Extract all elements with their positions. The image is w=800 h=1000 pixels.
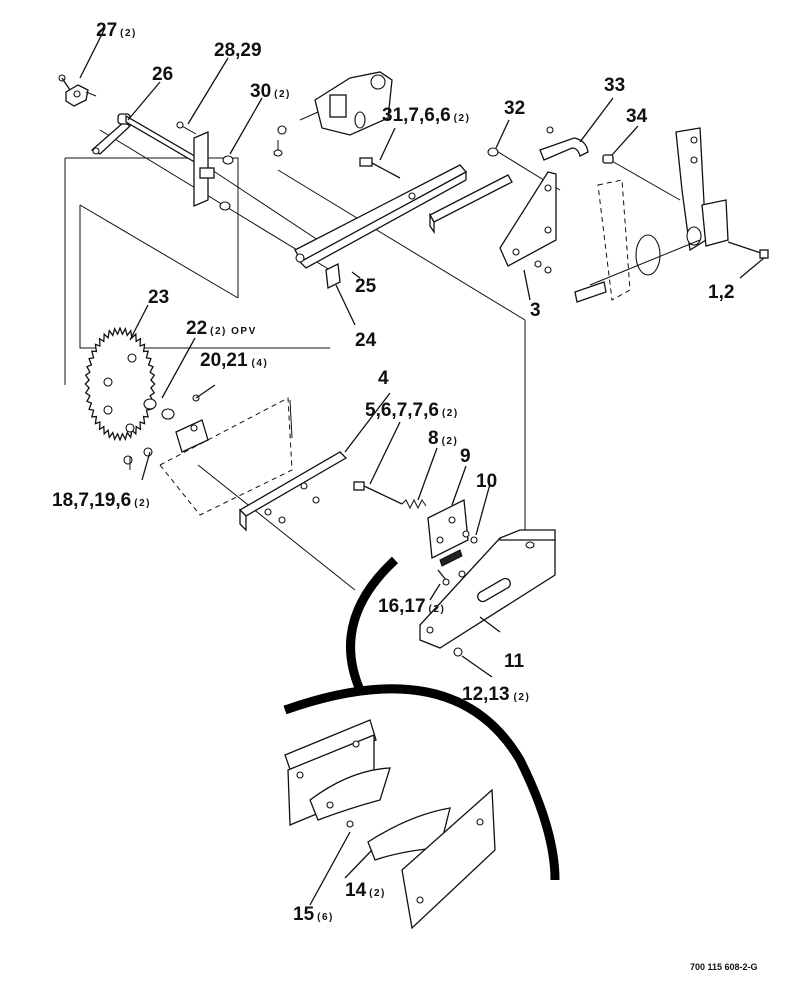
detail-arc	[283, 556, 560, 881]
hydraulic-cylinder	[273, 71, 393, 157]
part-28-plate	[176, 121, 215, 207]
part-34-bushing	[602, 154, 614, 164]
part-30-washers	[219, 155, 234, 211]
callout-4: 4	[378, 368, 389, 389]
drawing-number: 700 115 608-2-G	[690, 962, 758, 972]
part-25-lever	[294, 164, 468, 269]
callout-28-29: 28,29	[214, 40, 262, 61]
callout-20-21: 20,21(4)	[200, 350, 268, 371]
part-3-bracket	[499, 171, 557, 274]
part-4-plate	[238, 451, 348, 532]
callout-27: 27(2)	[96, 20, 137, 41]
part-24-washer	[325, 263, 341, 289]
detail-wear-plates	[284, 719, 496, 930]
callout-3: 3	[530, 300, 541, 321]
callout-26: 26	[152, 64, 173, 85]
callout-30: 30(2)	[250, 81, 291, 102]
callout-1-2: 1,2	[708, 282, 734, 303]
callout-11: 11	[504, 651, 525, 672]
callout-16-17: 16,17(2)	[378, 596, 445, 617]
part-8-spring	[401, 498, 427, 510]
callout-12-13: 12,13(2)	[462, 684, 530, 705]
callout-15: 15(6)	[293, 904, 334, 925]
callout-32: 32	[504, 98, 525, 119]
part-32-washer	[487, 147, 499, 157]
part-18-bolts	[123, 447, 153, 470]
slotted-bracket	[429, 174, 513, 235]
right-arm-assembly	[574, 127, 769, 303]
part-10-bracket	[439, 530, 478, 567]
part-12-bolt	[453, 647, 463, 657]
part-31-bolt	[359, 157, 401, 179]
part-23-sprocket	[84, 326, 156, 442]
callout-18: 18,7,19,6(2)	[52, 490, 151, 511]
callout-labels: 27(2) 26 28,29 30(2) 31,7,6,6(2) 32 33 3…	[52, 20, 758, 972]
part-33-link	[539, 126, 589, 161]
callout-31: 31,7,6,6(2)	[382, 105, 470, 126]
callout-23: 23	[148, 287, 169, 308]
leader-lines	[79, 27, 765, 906]
callout-14: 14(2)	[345, 880, 386, 901]
callout-5: 5,6,7,7,6(2)	[365, 400, 459, 421]
part-20-hub	[175, 394, 209, 453]
callout-24: 24	[355, 330, 377, 351]
part-16-bolts	[437, 569, 450, 586]
part-22-washers	[143, 398, 175, 420]
assembly-lines	[64, 129, 681, 591]
part-9-plate	[427, 498, 469, 560]
callout-8: 8(2)	[428, 428, 458, 449]
callout-10: 10	[476, 471, 497, 492]
callout-22: 22(2) OPV	[186, 318, 257, 339]
part-26-shaft-arm	[90, 113, 199, 166]
part-27-bracket	[58, 74, 97, 107]
callout-34: 34	[626, 106, 648, 127]
part-5-bolt	[353, 481, 403, 505]
callout-25: 25	[355, 276, 377, 297]
callout-33: 33	[604, 75, 625, 96]
part-11-frame	[419, 529, 556, 649]
callout-9: 9	[460, 446, 471, 467]
